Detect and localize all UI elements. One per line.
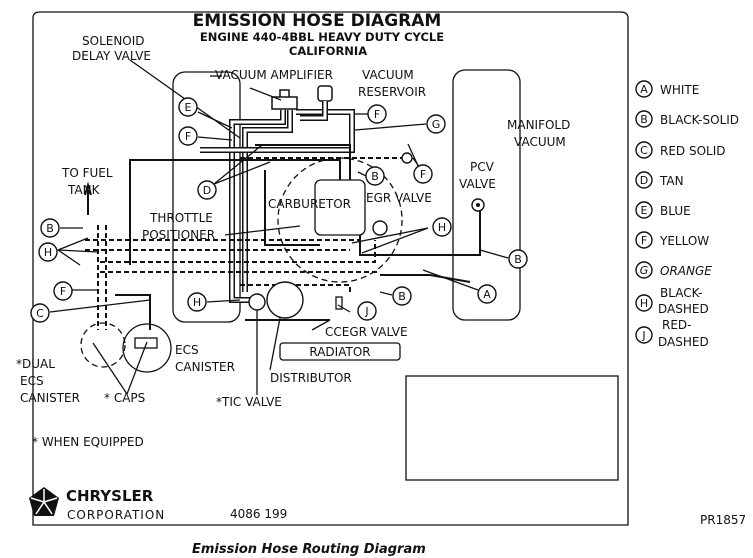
distributor-icon <box>266 281 304 319</box>
egr-valve-label: EGR VALVE <box>366 191 432 205</box>
vacuum-amplifier-label: VACUUM AMPLIFIER <box>215 68 333 82</box>
hoses <box>84 101 481 330</box>
legend-item: D TAN <box>635 171 684 189</box>
figure-code: PR1857 <box>700 513 746 527</box>
svg-text:H: H <box>193 296 201 309</box>
svg-text:CORPORATION: CORPORATION <box>67 508 165 522</box>
legend-item: G ORANGE <box>635 261 712 279</box>
legend-item: B BLACK-SOLID <box>635 110 739 128</box>
svg-text:RED SOLID: RED SOLID <box>660 144 726 158</box>
svg-text:F: F <box>374 108 380 121</box>
delay-valve-label: DELAY VALVE <box>72 49 151 63</box>
ccegr-valve-icon <box>335 296 343 310</box>
right-cylinder-head <box>452 69 521 321</box>
vacuum-amplifier-icon <box>271 89 298 110</box>
throttle-positioner-label-2: POSITIONER <box>142 228 215 242</box>
svg-text:YELLOW: YELLOW <box>659 234 709 248</box>
when-equipped-note: * WHEN EQUIPPED <box>32 435 144 449</box>
svg-text:F: F <box>60 285 66 298</box>
egr-valve-icon <box>372 220 388 236</box>
svg-text:BLACK-SOLID: BLACK-SOLID <box>660 113 739 127</box>
caps-label: * CAPS <box>104 391 145 405</box>
svg-text:H: H <box>438 221 446 234</box>
tic-valve-label: *TIC VALVE <box>216 395 282 409</box>
dual-ecs-label-3: CANISTER <box>20 391 80 405</box>
svg-text:G: G <box>640 264 649 277</box>
svg-text:A: A <box>483 288 491 301</box>
svg-text:J: J <box>641 329 645 342</box>
svg-text:RED-: RED- <box>662 318 692 332</box>
svg-text:E: E <box>641 204 648 217</box>
vacuum-reservoir-label-2: RESERVOIR <box>358 85 426 99</box>
svg-text:DASHED: DASHED <box>658 335 709 349</box>
svg-text:C: C <box>36 307 44 320</box>
solenoid-label: SOLENOID <box>82 34 145 48</box>
dual-ecs-canister <box>80 322 126 368</box>
svg-text:TAN: TAN <box>659 174 684 188</box>
manifold-vacuum-port <box>401 152 413 164</box>
board-outline <box>32 11 629 526</box>
legend-item: C RED SOLID <box>635 141 726 159</box>
radiator-box <box>279 342 401 361</box>
svg-text:B: B <box>398 290 406 303</box>
part-number: 4086 199 <box>230 507 287 521</box>
svg-text:D: D <box>203 184 211 197</box>
svg-text:ORANGE: ORANGE <box>660 264 712 278</box>
svg-text:BLUE: BLUE <box>660 204 691 218</box>
svg-text:BLACK-: BLACK- <box>660 286 703 300</box>
pcv-valve-label: PCV <box>470 160 495 174</box>
manifold-vacuum-label: MANIFOLD <box>507 118 570 132</box>
color-legend: A WHITE B BLACK-SOLID C RED SOLID D TAN E BLU… <box>635 80 739 349</box>
svg-text:WHITE: WHITE <box>660 83 699 97</box>
diagram-subtitle: ENGINE 440-4BBL HEAVY DUTY CYCLE <box>200 30 444 44</box>
manifold-vacuum-label-2: VACUUM <box>514 135 566 149</box>
dual-ecs-label-2: ECS <box>20 374 44 388</box>
vacuum-reservoir-icon <box>317 85 333 102</box>
throttle-positioner-label: THROTTLE <box>149 211 213 225</box>
svg-text:B: B <box>640 113 648 126</box>
dual-ecs-label: *DUAL <box>16 357 55 371</box>
carburetor-label: CARBURETOR <box>268 197 351 211</box>
blank-label-box <box>405 375 619 481</box>
svg-text:F: F <box>641 234 647 247</box>
left-cylinder-head <box>172 71 241 323</box>
svg-text:D: D <box>640 174 648 187</box>
svg-text:DASHED: DASHED <box>658 302 709 316</box>
svg-text:J: J <box>364 305 368 318</box>
tic-valve-icon <box>248 293 266 311</box>
callouts: E F D F G B F H B A B J H B H F C <box>30 97 528 323</box>
svg-text:B: B <box>46 222 54 235</box>
svg-text:H: H <box>640 297 648 310</box>
ccegr-valve-label: CCEGR VALVE <box>325 325 408 339</box>
legend-item: H BLACK- DASHED <box>635 286 709 316</box>
figure-caption: Emission Hose Routing Diagram <box>192 542 426 557</box>
svg-text:A: A <box>640 83 648 96</box>
ecs-canister <box>122 323 172 373</box>
svg-text:B: B <box>514 253 522 266</box>
svg-text:B: B <box>371 170 379 183</box>
svg-text:F: F <box>185 130 191 143</box>
diagram-region: CALIFORNIA <box>289 44 367 58</box>
legend-item: E BLUE <box>635 201 691 219</box>
diagram-title: EMISSION HOSE DIAGRAM <box>193 11 442 31</box>
vacuum-reservoir-label: VACUUM <box>362 68 414 82</box>
legend-item: A WHITE <box>635 80 699 98</box>
svg-text:CHRYSLER: CHRYSLER <box>66 487 154 505</box>
to-fuel-tank-label-2: TANK <box>67 183 101 197</box>
legend-item: F YELLOW <box>635 231 709 249</box>
chrysler-logo: CHRYSLER CORPORATION <box>29 487 165 522</box>
to-fuel-tank-label: TO FUEL <box>61 166 113 180</box>
ecs-canister-label: ECS <box>175 343 199 357</box>
distributor-label: DISTRIBUTOR <box>270 371 352 385</box>
ecs-canister-label-2: CANISTER <box>175 360 235 374</box>
svg-text:C: C <box>640 144 648 157</box>
svg-text:F: F <box>420 168 426 181</box>
svg-text:H: H <box>44 246 52 259</box>
svg-text:E: E <box>185 101 192 114</box>
radiator-label: RADIATOR <box>309 345 370 359</box>
legend-item: J RED- DASHED <box>635 318 709 349</box>
svg-text:G: G <box>432 118 441 131</box>
pcv-valve-label-2: VALVE <box>459 177 496 191</box>
